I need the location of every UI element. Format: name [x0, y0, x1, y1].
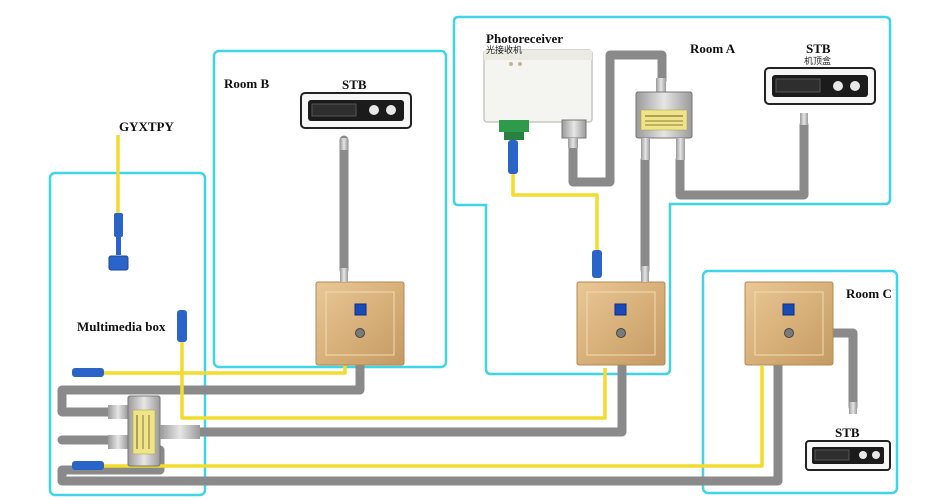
room-c-stb-label: STB: [835, 425, 860, 440]
coax-splitter-to-room-c: [57, 361, 783, 486]
fiber-connector-mmb-top: [177, 310, 187, 342]
fiber-connector-photoreceiver: [508, 140, 518, 174]
room-a-wall-plate: [576, 266, 666, 366]
fiber-room-a-to-photoreceiver: [511, 165, 599, 258]
fiber-drop-room-a: [180, 320, 607, 420]
room-a-stb-label: STB: [806, 41, 831, 56]
room-c-wall-plate: [744, 281, 834, 366]
fiber-connector-mmb-left-2: [72, 461, 104, 470]
fiber-connector-room-a: [592, 250, 602, 278]
coax-cables: [57, 50, 858, 486]
fiber-connector-gyxtpy: [114, 213, 123, 237]
multimedia-box-area: [48, 171, 207, 497]
room-c-stb-device: [805, 402, 891, 471]
room-a-stb-cn-label: 机顶盒: [804, 55, 831, 67]
gyxtpy-label: GYXTPY: [119, 119, 175, 134]
fiber-connectors: [72, 140, 602, 470]
room-b-area: [212, 49, 448, 369]
fiber-cables: [103, 135, 764, 468]
photoreceiver-device: [483, 49, 593, 148]
multimedia-box-label: Multimedia box: [77, 319, 166, 334]
coax-splitter-to-room-a-stb: [675, 120, 809, 200]
coax-room-b-plate-to-splitter: [57, 360, 365, 417]
room-c-label: Room C: [846, 286, 892, 301]
room-a-stb-device: [764, 67, 876, 125]
room-c-area: [701, 269, 899, 495]
main-splitter: [108, 395, 200, 467]
photoreceiver-cn-label: 光接收机: [486, 44, 522, 56]
room-b-stb-label: STB: [342, 77, 367, 92]
room-b-label: Room B: [224, 76, 269, 91]
room-a-area: [452, 15, 892, 376]
room-b-wall-plate: [315, 268, 405, 366]
room-a-label: Room A: [690, 41, 736, 56]
coax-photoreceiver-to-splitter: [568, 50, 667, 187]
power-icon: [369, 105, 379, 115]
fiber-drop-room-c: [103, 366, 764, 468]
photoreceiver-label: Photoreceiver: [486, 31, 563, 46]
fiber-connector-mmb-left-1: [72, 368, 104, 377]
coax-main-to-room-a: [190, 362, 627, 437]
room-a-splitter: [635, 78, 693, 160]
room-b-stb-device: [300, 92, 412, 150]
